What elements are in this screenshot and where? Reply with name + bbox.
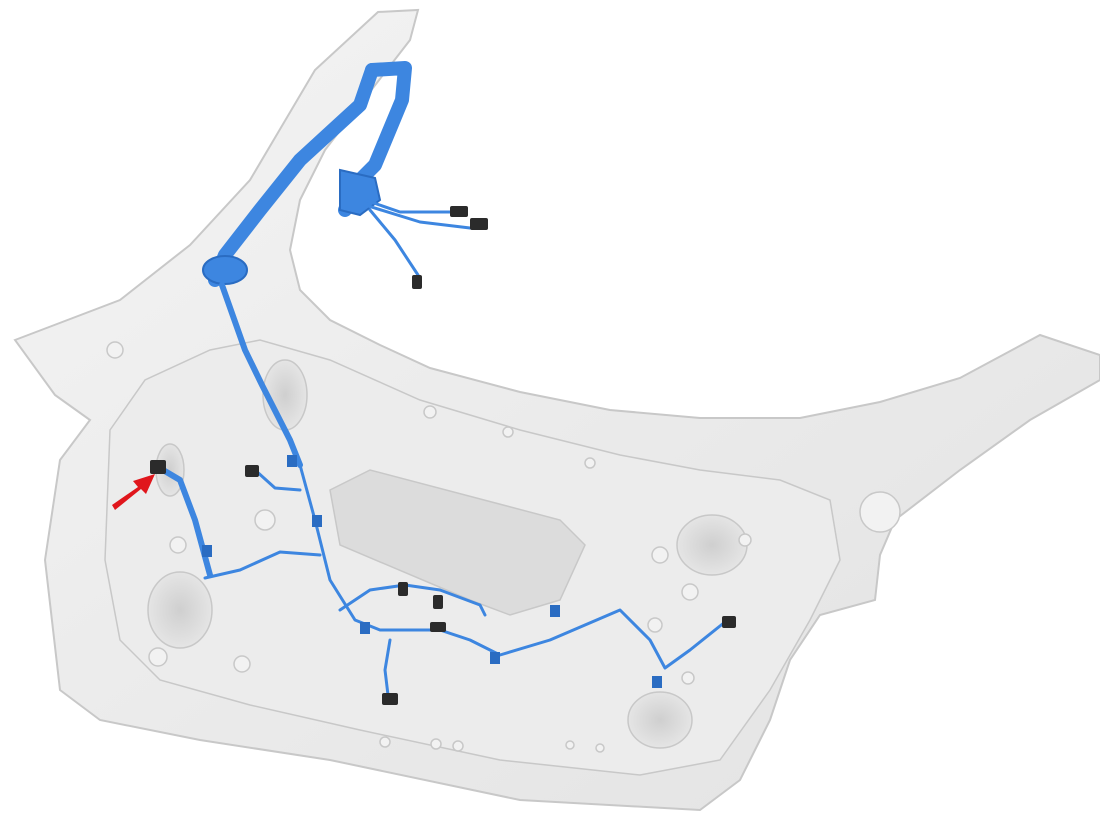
mounting-hole	[595, 743, 605, 753]
connector-center-2	[433, 595, 443, 609]
connector-latch	[245, 465, 259, 477]
access-hole-right-upper	[676, 514, 748, 576]
mounting-hole	[565, 740, 575, 750]
connector-upper-2	[470, 218, 488, 230]
connector-center-1	[398, 582, 408, 596]
harness-clip	[202, 545, 212, 557]
harness-wire-latch	[253, 468, 302, 492]
mounting-hole	[148, 647, 168, 667]
harness-wire-loop	[338, 583, 487, 617]
mounting-hole	[859, 491, 901, 533]
connector-left-callout	[150, 460, 166, 474]
harness-clip	[550, 605, 560, 617]
harness-clip	[652, 676, 662, 688]
mounting-hole	[169, 536, 187, 554]
mounting-hole	[233, 655, 251, 673]
mounting-hole	[423, 405, 437, 419]
harness-wire-left-branch	[203, 550, 322, 580]
harness-grommet	[202, 255, 248, 285]
harness-wire-vertical	[219, 282, 303, 468]
mounting-hole	[106, 341, 124, 359]
harness-wire-to-center	[298, 463, 727, 670]
harness-wire-upper-right-2	[363, 203, 472, 230]
mounting-hole	[430, 738, 442, 750]
connector-center-3	[430, 622, 446, 632]
red-arrow-icon	[112, 474, 155, 510]
harness-wire-upper-right	[363, 198, 457, 214]
harness-clip	[490, 652, 500, 664]
mounting-hole	[584, 457, 596, 469]
connector-upper-1	[450, 206, 468, 217]
harness-clip	[360, 622, 370, 634]
harness-wire-upper-down	[368, 208, 420, 277]
mounting-hole	[681, 583, 699, 601]
harness-clip	[287, 455, 297, 467]
connector-right	[722, 616, 736, 628]
mounting-hole	[738, 533, 752, 547]
mounting-hole	[452, 740, 464, 752]
access-hole-left-lower	[147, 571, 213, 649]
mounting-hole	[254, 509, 276, 531]
center-recess	[329, 469, 586, 616]
connector-upper-3	[412, 275, 422, 289]
mounting-hole	[502, 426, 514, 438]
mounting-hole	[651, 546, 669, 564]
connector-lower	[382, 693, 398, 705]
mounting-hole	[647, 617, 663, 633]
harness-clip	[312, 515, 322, 527]
mounting-hole	[379, 736, 391, 748]
mounting-hole	[681, 671, 695, 685]
harness-wire-lower	[383, 638, 392, 697]
access-hole-right-lower	[627, 691, 693, 749]
